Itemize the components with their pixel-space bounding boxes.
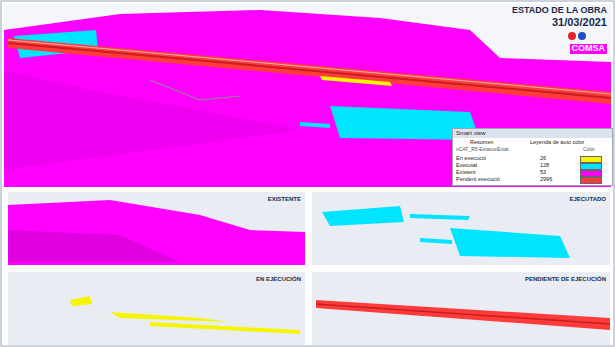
status-view-panel: PENDIENTE DE EJECUCIÓN <box>312 272 610 345</box>
status-view-panel: EJECUTADO <box>312 192 610 265</box>
panel-label: PENDIENTE DE EJECUCIÓN <box>525 276 606 283</box>
legend-text: Executat <box>456 162 477 168</box>
panel-label: EJECUTADO <box>569 196 606 203</box>
status-view-panel: EXISTENTE <box>8 192 305 265</box>
legend-text: Pendent execució <box>456 176 500 182</box>
legend-swatch <box>580 163 602 170</box>
panel-heading: Smart view <box>453 129 612 138</box>
count-cell: 26 <box>540 155 546 161</box>
legend-swatch <box>580 156 602 163</box>
table-header: nCAT_R5-Estatus/Estat <box>456 147 509 153</box>
panel-label: EXISTENTE <box>268 196 301 203</box>
count-cell: 128 <box>540 162 549 168</box>
status-view-panel: EN EJECUCIÓN <box>8 272 305 345</box>
tab-label: Resumen <box>470 139 494 145</box>
panel-label: EN EJECUCIÓN <box>256 276 301 283</box>
legend-text: Existent <box>456 169 476 175</box>
report-title: ESTADO DE LA OBRA <box>512 6 607 16</box>
company-logo-text: COMSA <box>570 44 608 54</box>
count-cell: 53 <box>540 169 546 175</box>
legend-swatch <box>580 177 602 184</box>
tab-label: Leyenda de auto color <box>530 139 584 145</box>
count-cell: 2996 <box>540 176 552 182</box>
report-date: 31/03/2021 <box>552 16 607 28</box>
table-header: Color <box>583 147 595 153</box>
legend-swatch <box>580 170 602 177</box>
legend-text: En execució <box>456 155 486 161</box>
